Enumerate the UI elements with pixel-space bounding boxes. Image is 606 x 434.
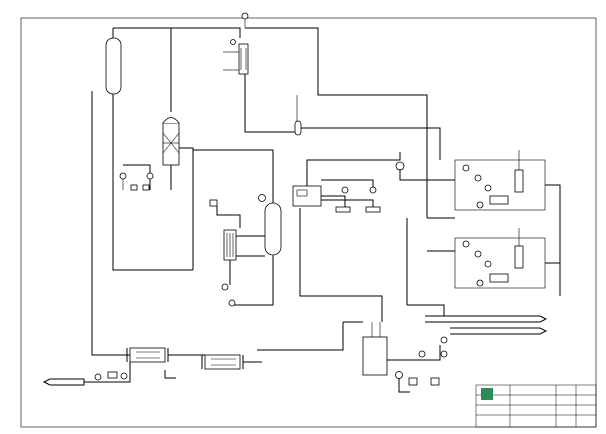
- pipe: [398, 378, 410, 393]
- flow-arrow-in: [42, 362, 131, 386]
- exchanger-train-upper: [454, 150, 546, 211]
- absorption-column: [162, 117, 180, 166]
- separator-center: [294, 95, 441, 160]
- pipe: [257, 322, 344, 351]
- pump: [228, 299, 236, 307]
- pipe: [399, 170, 427, 181]
- pipe: [299, 208, 383, 322]
- heater-exchanger: [209, 199, 237, 261]
- pipe: [112, 94, 193, 271]
- pipe: [245, 27, 428, 218]
- pipe: [232, 255, 274, 306]
- condenser-top: [223, 12, 249, 75]
- instrument-bubble: [395, 161, 405, 171]
- pump-cluster-left: [119, 172, 154, 191]
- vertical-vessel-left: [105, 28, 122, 95]
- pipe: [216, 206, 241, 228]
- pipe: [91, 91, 130, 356]
- stripper-column: [258, 194, 282, 256]
- pipe: [164, 370, 176, 379]
- pipe: [193, 149, 274, 203]
- pipe: [179, 147, 194, 270]
- title-block: [475, 384, 597, 428]
- instrument-bubbles-bottom-left: [94, 371, 128, 381]
- storage-tank: [362, 322, 388, 376]
- pipe: [113, 27, 241, 38]
- pump-cluster-bottom: [395, 336, 448, 386]
- pipe: [321, 195, 346, 210]
- logo-mark: [481, 388, 493, 400]
- pipe: [306, 152, 401, 186]
- flow-arrow-out: [407, 304, 548, 335]
- sheet-border: [20, 17, 597, 428]
- exchanger-bottom-left: [126, 347, 169, 363]
- exchanger-train-lower: [454, 228, 546, 289]
- pump-cluster-center: [335, 186, 381, 213]
- reboiler-box: [292, 185, 322, 207]
- exchanger-bottom-mid: [201, 354, 244, 370]
- pipe: [387, 345, 441, 361]
- instrument-bubble: [221, 283, 229, 291]
- pipe: [545, 184, 561, 296]
- pipe: [244, 74, 297, 133]
